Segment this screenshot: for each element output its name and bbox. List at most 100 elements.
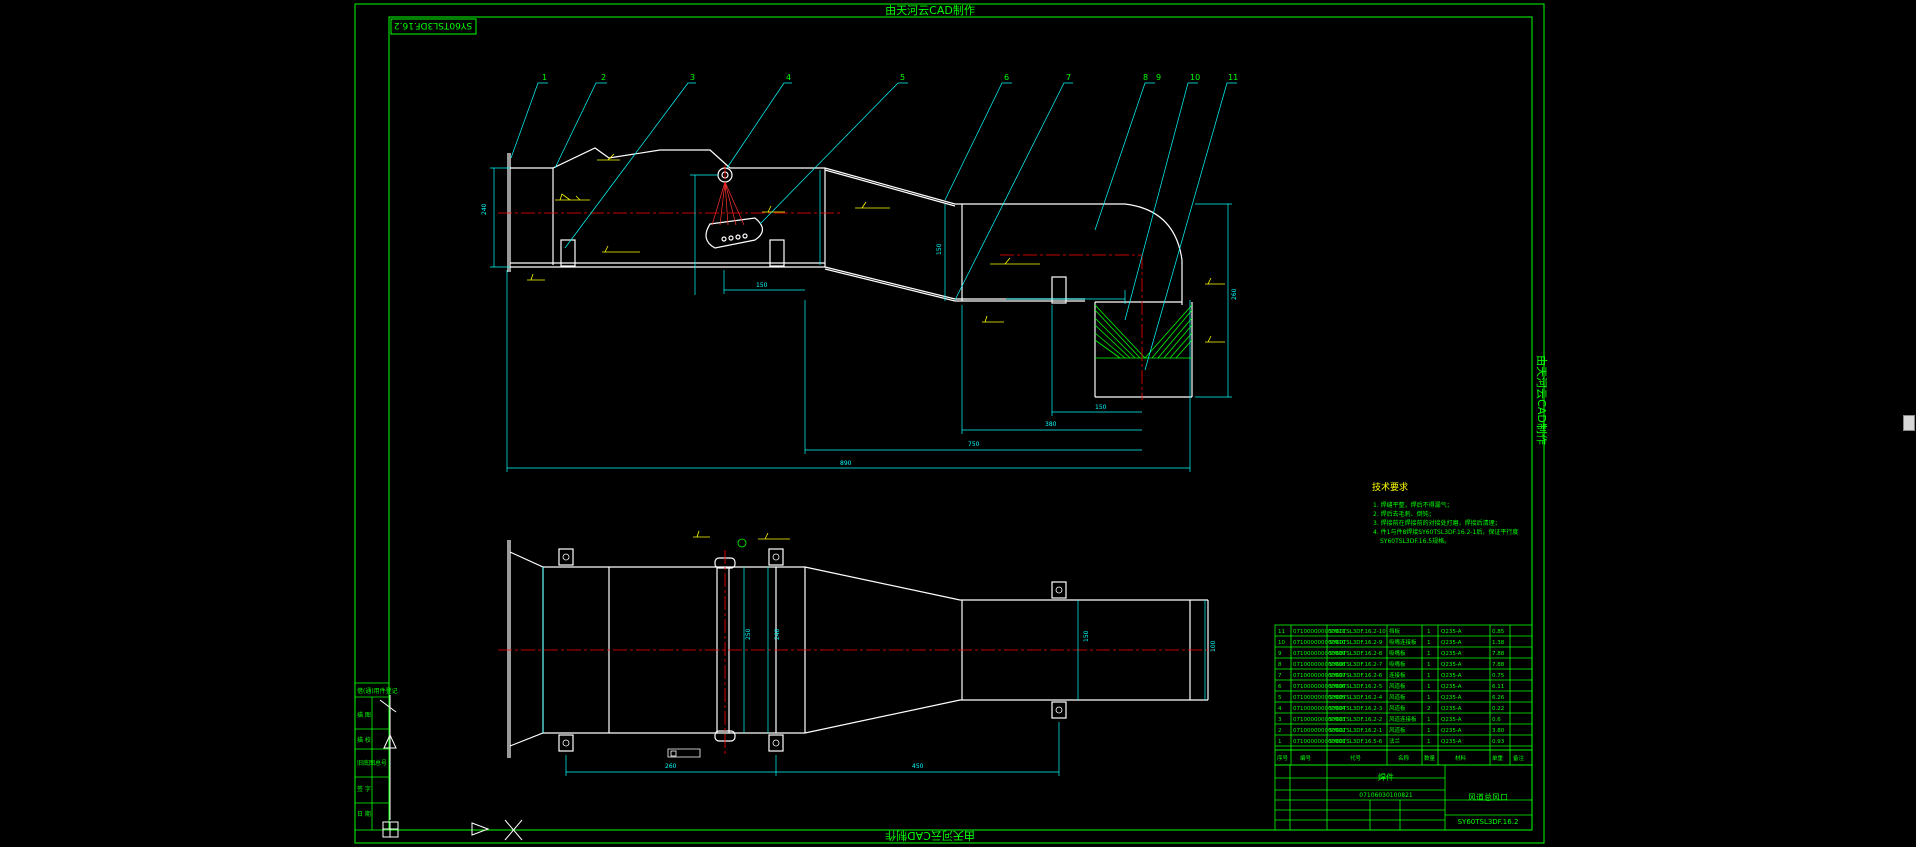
centerlines-elevation — [498, 165, 1143, 400]
bom-row-code: 071000000000010 — [1293, 640, 1346, 646]
bom-row-qty: 1 — [1427, 717, 1431, 723]
bom-row-material: Q235-A — [1441, 706, 1462, 712]
balloon-5: 5 — [900, 73, 905, 82]
bom-row-no: 5 — [1278, 695, 1282, 701]
bom-row-weight: 3.80 — [1492, 728, 1505, 734]
strip-label-1: 借(通)用件登记 — [357, 687, 398, 695]
bom-row-qty: 1 — [1427, 673, 1431, 679]
svg-text:150: 150 — [936, 243, 943, 255]
bom-row-code: 071000000000003 — [1293, 717, 1346, 723]
bom-row-no: 10 — [1278, 640, 1285, 646]
svg-text:150: 150 — [1083, 630, 1090, 642]
vertical-scrollbar[interactable] — [1902, 0, 1916, 847]
dimensions-elevation — [490, 167, 1232, 472]
bom-row-qty: 1 — [1427, 651, 1431, 657]
bom-row-material: Q235-A — [1441, 640, 1462, 646]
bom-row-weight: 6.11 — [1492, 684, 1504, 690]
bom-row-name: 风道板 — [1389, 726, 1406, 734]
balloon-4: 4 — [786, 73, 791, 82]
bom-row-code: 071000000000005 — [1293, 695, 1346, 701]
bom-row-material: Q235-A — [1441, 739, 1462, 745]
bom-row-no: 2 — [1278, 728, 1282, 734]
bom-row-code: 071000000000004 — [1293, 706, 1346, 712]
weld-symbols — [527, 153, 1225, 343]
bom-row-qty: 1 — [1427, 662, 1431, 668]
elevation-view[interactable] — [507, 147, 1193, 398]
watermark-bottom: 由天河云CAD制作 — [885, 829, 975, 843]
bom-row-qty: 1 — [1427, 739, 1431, 745]
watermark-right: 由天河云CAD制作 — [1535, 355, 1549, 445]
bom-row-name: 风道板 — [1389, 704, 1406, 712]
bom-row-code: 071000000000011 — [1293, 629, 1346, 635]
svg-text:260: 260 — [665, 763, 677, 770]
bom-row-name: 吸嘴板 — [1389, 649, 1406, 657]
dimension-values-plan: 260 450 150 100 250 240 — [665, 628, 1217, 770]
tech-req-line-1: 1. 焊缝平整，焊后不得漏气； — [1373, 501, 1453, 509]
svg-text:380: 380 — [1045, 421, 1057, 428]
bom-header-weight: 单重 — [1492, 754, 1504, 762]
bom-row-drawing: SY60TSL3DF.16.2-10 — [1329, 629, 1386, 635]
bom-row-name: 风道板 — [1389, 682, 1406, 690]
bom-row-qty: 1 — [1427, 684, 1431, 690]
title-part-number: 07106030100821 — [1359, 792, 1413, 799]
bom-row-weight: 0.85 — [1492, 629, 1505, 635]
scrollbar-thumb[interactable] — [1903, 415, 1915, 431]
svg-text:240: 240 — [481, 203, 488, 215]
ucs-icon — [379, 695, 523, 841]
bom-row-code: 071000000000009 — [1293, 651, 1346, 657]
centerlines-plan — [498, 550, 1215, 755]
title-block: 焊件 07106030100821 风道总风口 SY60TSL3DF.16.2 — [1274, 764, 1533, 831]
title-part-name: 风道总风口 — [1468, 792, 1508, 802]
bom-row-weight: 1.38 — [1492, 640, 1505, 646]
balloon-9: 9 — [1156, 73, 1161, 82]
bom-header-remark: 备注 — [1513, 754, 1525, 762]
bom-header-material: 材料 — [1455, 754, 1467, 762]
strip-label-3: 描 校 — [357, 736, 371, 744]
bom-row-code: 071000000000006 — [1293, 684, 1346, 690]
bom-header-qty: 数量 — [1424, 754, 1436, 762]
balloon-6: 6 — [1004, 73, 1009, 82]
bom-row-drawing: SY60TSL3DF.16.2-2 — [1329, 717, 1382, 723]
title-drawing-number: SY60TSL3DF.16.2 — [1458, 818, 1519, 826]
sheet-frame — [354, 3, 1545, 844]
bom-row-weight: 0.93 — [1492, 739, 1505, 745]
svg-text:450: 450 — [912, 763, 924, 770]
bom-row-drawing: SY60TSL3DF.16.2-6 — [1329, 673, 1383, 679]
strip-label-6: 日 期 — [357, 810, 371, 818]
bom-header-no: 序号 — [1277, 754, 1289, 762]
bom-row-drawing: SY60TSL3DF.16.2-9 — [1329, 640, 1383, 646]
bom-row-weight: 0.75 — [1492, 673, 1505, 679]
bom-row-material: Q235-A — [1441, 662, 1462, 668]
bom-row-qty: 1 — [1427, 629, 1431, 635]
dimension-values-elevation: 890 750 380 150 150 240 150 260 — [481, 203, 1238, 467]
svg-text:890: 890 — [840, 460, 852, 467]
plan-weld-symbols — [667, 530, 790, 758]
bom-row-no: 6 — [1278, 684, 1282, 690]
part-balloons: 1 2 3 4 5 6 7 8 9 10 11 — [542, 73, 1238, 82]
bom-row-drawing: SY60TSL3DF.16.2-3 — [1329, 706, 1383, 712]
bom-row-name: 吸嘴连接板 — [1389, 638, 1417, 646]
bom-row-drawing: SY60TSL3DF.16.2-7 — [1329, 662, 1383, 668]
bom-row-no: 1 — [1278, 739, 1282, 745]
svg-text:150: 150 — [1095, 404, 1107, 411]
strip-label-2: 描 图 — [357, 711, 371, 719]
bom-row-qty: 2 — [1427, 706, 1431, 712]
drawing-code-text: SY60TSL3DF.16.2 — [394, 20, 472, 30]
balloon-2: 2 — [601, 73, 606, 82]
bom-row-code: 071000000000002 — [1293, 728, 1346, 734]
tech-requirements: 技术要求 1. 焊缝平整，焊后不得漏气； 2. 焊后去毛刺、倒钝； 3. 焊接前… — [1372, 481, 1518, 545]
plan-bolt-holes — [562, 553, 1063, 747]
bom-row-no: 9 — [1278, 651, 1282, 657]
bom-row-weight: 7.88 — [1492, 651, 1505, 657]
balloon-7: 7 — [1066, 73, 1071, 82]
tech-req-line-2: 2. 焊后去毛刺、倒钝； — [1373, 510, 1435, 518]
bom-row-name: 挡板 — [1389, 627, 1401, 635]
nozzle-fan-lines — [1094, 304, 1193, 359]
bom-row-weight: 7.88 — [1492, 662, 1505, 668]
balloon-8: 8 — [1143, 73, 1148, 82]
bom-header-drawing: 代号 — [1350, 754, 1362, 762]
bom-row-drawing: SY60TSL3DF.16.2-4 — [1329, 695, 1383, 701]
bom-row-no: 7 — [1278, 673, 1282, 679]
bom-table: 1 1 071000000000011 SY60TSL3DF.16.2-10 挡板… — [1274, 624, 1533, 766]
